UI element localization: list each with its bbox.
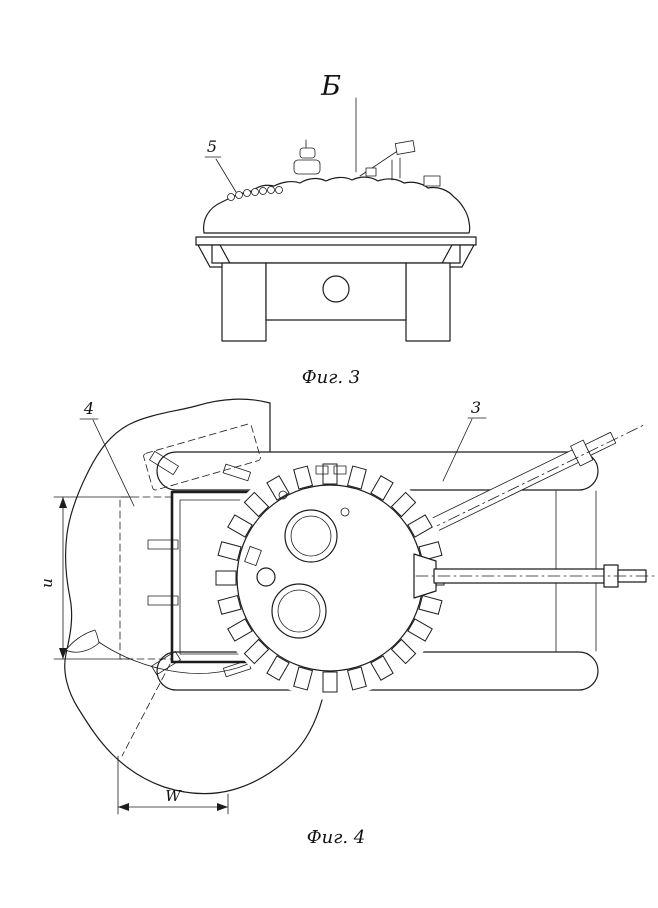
mounting-lug [151, 650, 181, 676]
stowage-box-rear [423, 175, 441, 187]
ref-label-5: 5 [207, 137, 217, 156]
stowage-box [217, 541, 242, 562]
stowage-box [418, 541, 443, 562]
dim-u-label: u [38, 578, 56, 588]
dimension-arrow [59, 648, 67, 659]
blade-frame [170, 490, 264, 664]
gun-barrel-alt-position [419, 431, 617, 538]
stowage-box [390, 638, 417, 665]
stowage-box [227, 514, 253, 538]
gun-axis-line-alt [329, 423, 647, 579]
lifting-lug [315, 465, 329, 475]
ref-label-4: 4 [83, 399, 94, 418]
stowage-box [346, 666, 367, 691]
stowage-box [293, 666, 314, 691]
turret [211, 459, 449, 697]
stowage-box [322, 671, 338, 693]
stowage-box [227, 618, 253, 642]
right-mud-flap [439, 244, 475, 268]
stowage-box [407, 618, 433, 642]
stowage-box [370, 475, 394, 501]
left-track-rear [221, 262, 267, 342]
ref-label-3: 3 [471, 398, 481, 417]
dimension-arrow [59, 497, 67, 508]
lifting-lug [333, 465, 347, 475]
mounting-lug [147, 595, 179, 606]
stowage-box [243, 491, 270, 518]
stowage-box [390, 491, 417, 518]
dimension-arrow [217, 803, 228, 811]
hull-upper [211, 244, 461, 264]
right-track-rear [405, 262, 451, 342]
stowage-box [243, 638, 270, 665]
machine-gun [359, 140, 416, 181]
stowage-box [370, 655, 394, 681]
figure3-caption: Фиг. 3 [302, 367, 361, 388]
commander-hatch [284, 509, 338, 563]
mound-inner-contour [95, 639, 257, 674]
stowage-box [266, 475, 290, 501]
mound-left-point [65, 629, 100, 653]
view-label-b: Б [320, 71, 341, 102]
earth-mound-outline [64, 398, 323, 795]
dim-w-label: W [165, 787, 182, 805]
sight-housing [244, 546, 262, 566]
figure-4: u W 4 3 Фиг. 4 [38, 398, 655, 848]
figure-3: 5 Б Фиг. 3 [195, 71, 477, 388]
mounting-lug [147, 539, 179, 550]
leader-line-4 [92, 419, 135, 507]
roof-detail [278, 490, 288, 500]
mounting-lug [149, 450, 179, 476]
loader-hatch [271, 583, 327, 639]
periscope [256, 567, 276, 587]
stowage-box [346, 465, 367, 490]
stowage-box [266, 655, 290, 681]
dimension-u: u [38, 496, 133, 660]
blade-frame-dashed-position [119, 496, 173, 757]
fender [195, 236, 477, 246]
figure4-caption: Фиг. 4 [307, 827, 366, 848]
mounting-lugs [147, 450, 252, 678]
ref-label-4-group: 4 [79, 399, 135, 507]
roof-detail [340, 507, 350, 517]
dimension-arrow [118, 803, 129, 811]
stowage-box [293, 465, 314, 490]
stowage-box [407, 514, 433, 538]
stowed-position-dashed [143, 423, 261, 491]
commander-cupola [293, 139, 321, 175]
top-track [156, 451, 599, 491]
smoke-launchers [227, 186, 283, 201]
leader-line-5 [215, 158, 237, 193]
mounting-lug [222, 463, 251, 482]
leader-line-3 [442, 418, 473, 482]
stowage-box [418, 594, 443, 615]
ref-label-3-group: 3 [442, 398, 487, 482]
ref-label-5-group: 5 [204, 137, 237, 193]
tow-opening-circle [322, 275, 350, 303]
stowage-box [215, 570, 237, 586]
stowage-box [217, 594, 242, 615]
dimension-w: W [117, 755, 229, 815]
